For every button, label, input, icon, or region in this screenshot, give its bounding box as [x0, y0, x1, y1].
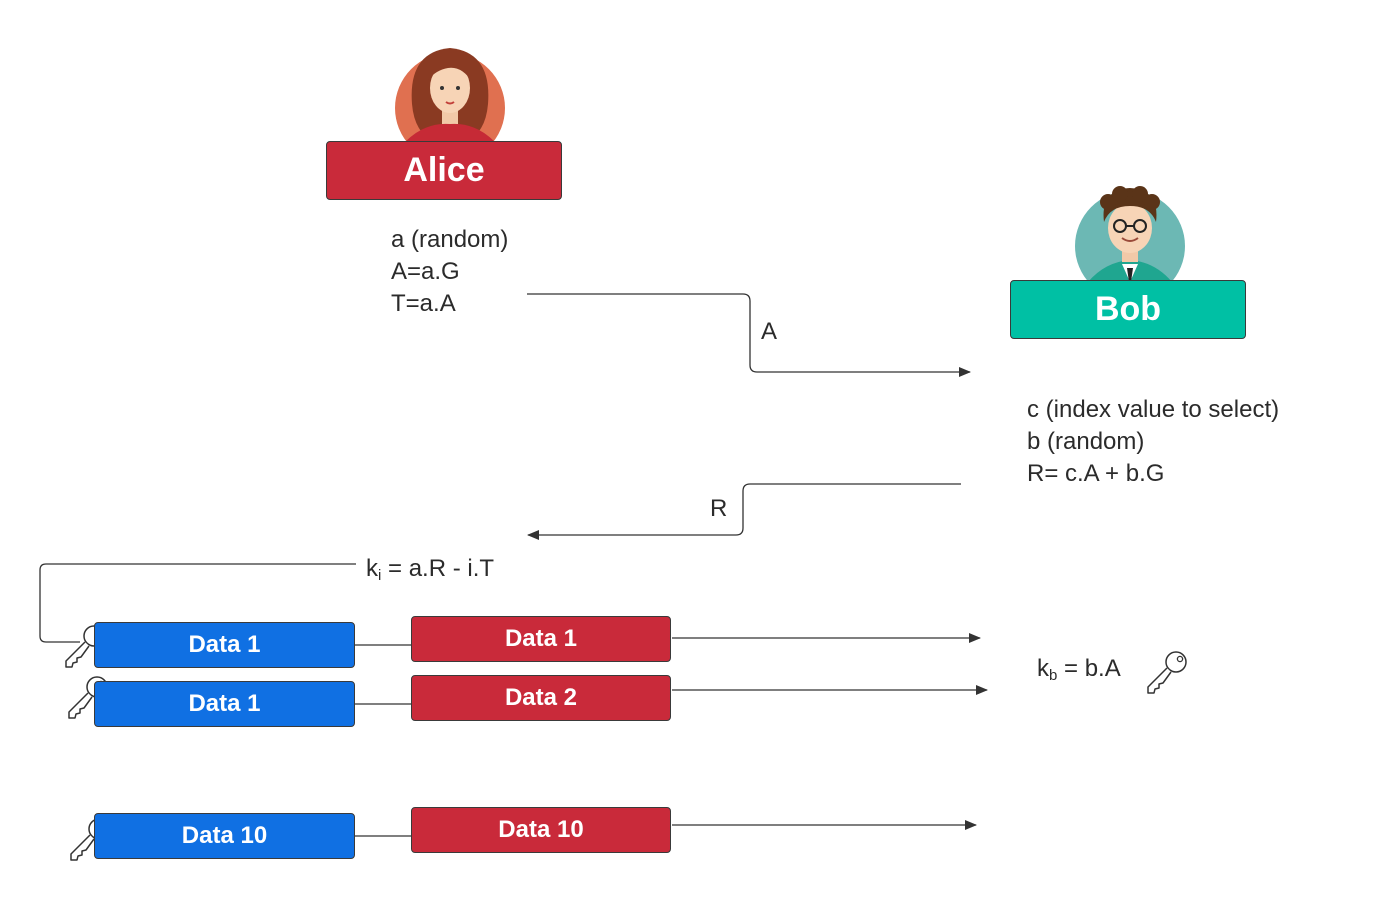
formula-rest: = b.A [1057, 655, 1121, 682]
key-derivation-connector [39, 563, 356, 643]
bob-name: Bob [1094, 290, 1162, 328]
arrow-r-to-alice [527, 483, 961, 540]
bob-name-box: Bob [1010, 280, 1246, 339]
plain-data-box: Data 1 [94, 622, 355, 668]
alice-param-line: a (random) [391, 226, 509, 253]
alice-key-formula: ki = a.R - i.T [366, 555, 494, 584]
formula-subscript: i [378, 567, 382, 584]
bob-avatar-icon [1075, 186, 1185, 301]
encrypted-data-box: Data 10 [411, 807, 671, 853]
formula-k: k [1037, 655, 1049, 682]
alice-name: Alice [403, 151, 485, 189]
message-a-label: A [761, 318, 778, 345]
alice-params: a (random) A=a.G T=a.A [391, 224, 508, 320]
bob-param-line: b (random) [1027, 428, 1145, 455]
bob-param-line: c (index value to select) [1027, 396, 1280, 423]
arrow-a-to-bob [527, 293, 971, 377]
encrypted-data-box: Data 1 [411, 616, 671, 662]
plain-data-box: Data 10 [94, 813, 355, 859]
alice-avatar-icon [395, 48, 505, 163]
message-r-label: R [710, 495, 728, 522]
formula-rest: = a.R - i.T [381, 555, 495, 582]
alice-name-box: Alice [326, 141, 562, 200]
alice-param-line: A=a.G [391, 258, 460, 285]
alice-param-line: T=a.A [391, 290, 456, 317]
formula-k: k [366, 555, 378, 582]
bob-key-formula: kb = b.A [1037, 655, 1121, 684]
bob-params: c (index value to select) b (random) R= … [1027, 394, 1279, 490]
encrypted-data-box: Data 2 [411, 675, 671, 721]
formula-subscript: b [1049, 667, 1058, 684]
plain-data-box: Data 1 [94, 681, 355, 727]
key-icon [1147, 651, 1187, 694]
bob-param-line: R= c.A + b.G [1027, 460, 1165, 487]
